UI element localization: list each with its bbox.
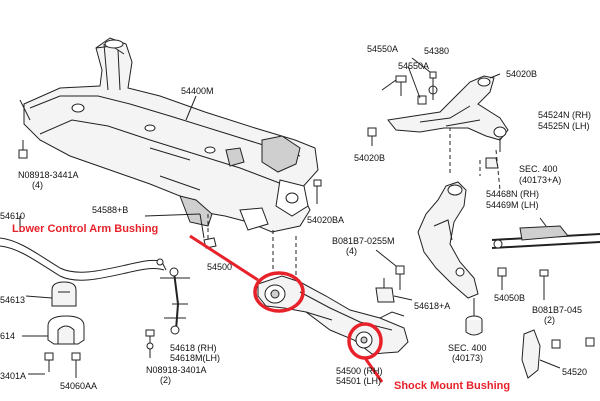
part-label: 614	[0, 331, 16, 341]
part-label: 54550A	[398, 61, 430, 71]
lower-control-arm	[257, 275, 409, 355]
bolt-081b7-045	[539, 269, 549, 300]
stabilizer-bushing	[25, 281, 77, 307]
part-label: 54618M(LH)	[170, 353, 221, 363]
part-label: 54520	[562, 367, 588, 377]
callout-markers	[189, 234, 384, 383]
bracket-54520	[521, 329, 595, 379]
part-label: 54020B	[354, 153, 386, 163]
part-label: (4)	[32, 180, 43, 190]
part-label: B081B7-0255M	[332, 236, 395, 246]
part-label: 54550A	[367, 44, 399, 54]
part-label: 54588+B	[92, 205, 129, 215]
bolt-08918-top	[18, 140, 28, 159]
bolt-08918-bottom	[145, 329, 155, 358]
bolt-54020ba	[313, 179, 322, 204]
part-label: 54500 (RH)	[336, 366, 383, 376]
front-subframe	[23, 37, 319, 233]
part-label: 54500	[207, 262, 233, 272]
part-label: 54524N (RH)	[538, 110, 592, 120]
part-label: 54610	[0, 211, 26, 221]
part-label: 54020BA	[307, 215, 345, 225]
part-label: 3401A	[0, 371, 27, 381]
clamp-bolts	[28, 352, 81, 378]
part-label: B081B7-045	[532, 305, 583, 315]
part-label: SEC. 400	[448, 343, 487, 353]
part-label: 54468N (RH)	[486, 189, 540, 199]
lower-control-arm-bushing-arrow	[189, 234, 259, 282]
part-label: 54060AA	[60, 381, 98, 391]
part-label: 54618 (RH)	[170, 343, 217, 353]
part-label: 54380	[424, 46, 450, 56]
ball-joint	[375, 278, 413, 303]
upper-control-arm	[387, 73, 509, 152]
part-label: N08918-3401A	[146, 365, 207, 375]
lower-control-arm-bushing-circle	[253, 271, 305, 313]
part-label: 54050B	[494, 293, 526, 303]
part-label: 54469M (LH)	[486, 200, 539, 210]
part-label: (2)	[160, 375, 171, 385]
part-label: 54618+A	[414, 301, 451, 311]
lower-control-arm-bushing-label: Lower Control Arm Bushing	[12, 223, 159, 235]
part-label: N08918-3441A	[18, 170, 79, 180]
stabilizer-clamp	[22, 315, 85, 345]
part-label: (2)	[544, 315, 555, 325]
part-label: SEC. 400	[519, 164, 558, 174]
part-label: 54400M	[181, 86, 214, 96]
nut-54050b	[497, 267, 507, 290]
part-label: 54501 (LH)	[336, 376, 382, 386]
part-label: (40173)	[452, 353, 484, 363]
shock-mount-bushing-label: Shock Mount Bushing	[394, 380, 511, 392]
part-label: 54613	[0, 295, 26, 305]
steering-knuckle	[417, 181, 479, 299]
part-label: 54020B	[506, 69, 538, 79]
bolt-081b7-0255m	[375, 249, 405, 290]
shock-mount-bushing-arrow	[363, 357, 384, 383]
bushing-sec400-bottom	[465, 298, 483, 336]
part-label: 54525N (LH)	[538, 121, 590, 131]
bushing-sec400-top	[485, 157, 499, 169]
tie-rod	[491, 217, 600, 249]
stabilizer-bar	[0, 216, 167, 281]
stabilizer-link	[160, 267, 190, 335]
upper-bolts	[367, 57, 438, 146]
part-label: (40173+A)	[519, 175, 562, 185]
part-label: (4)	[346, 246, 357, 256]
